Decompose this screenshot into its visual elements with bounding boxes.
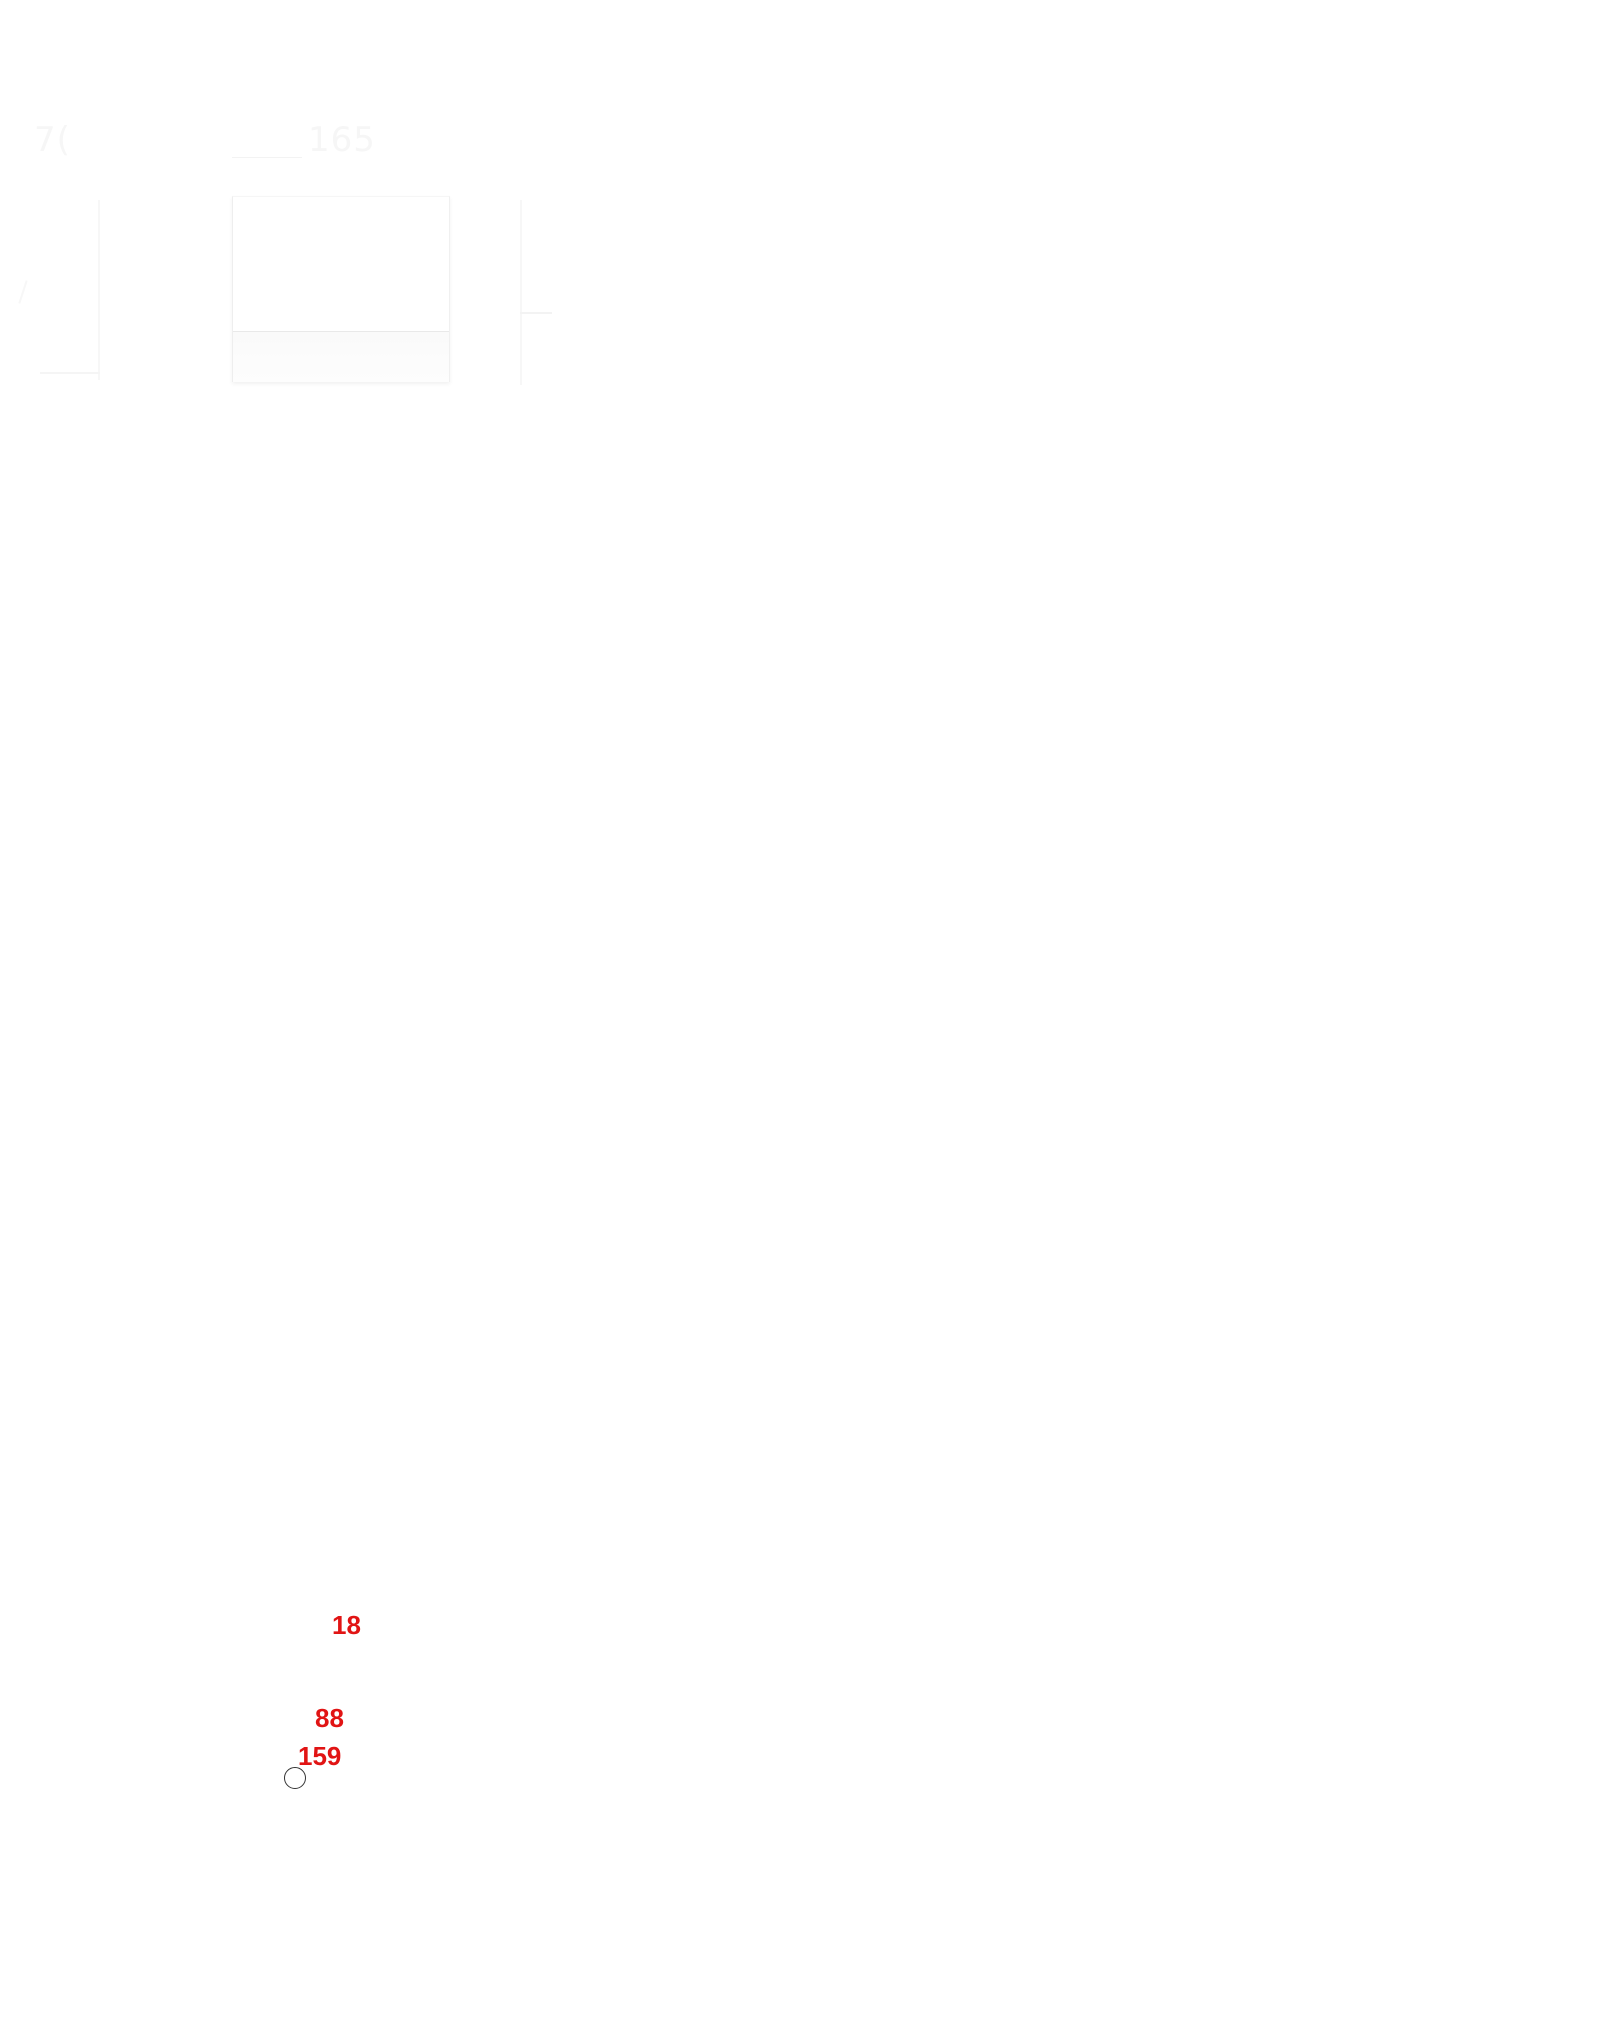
faint-number-right: 165 — [308, 120, 376, 160]
faint-tick-line — [232, 157, 302, 158]
faint-horizontal-line-right — [520, 312, 552, 314]
value-label: 18 — [332, 1610, 361, 1640]
faint-panel — [232, 196, 450, 382]
faint-vertical-line-left — [98, 200, 100, 380]
faint-diagonal-mark — [18, 280, 28, 304]
faint-horizontal-line-left — [40, 372, 100, 374]
circle-outline-icon[interactable] — [284, 1767, 306, 1789]
value-label: 88 — [315, 1703, 344, 1733]
faint-panel-footer — [233, 331, 449, 382]
faint-number-left: 7( — [34, 120, 71, 160]
value-label: 159 — [298, 1741, 342, 1771]
faint-vertical-line-right — [520, 200, 522, 385]
